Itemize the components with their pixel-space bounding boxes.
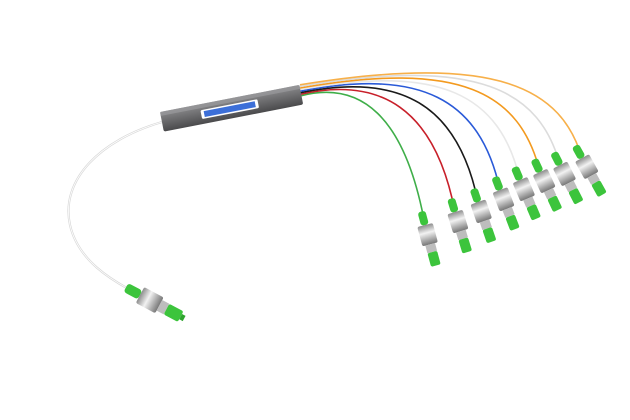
output-fiber [299, 91, 426, 226]
output-connector [492, 176, 520, 231]
output-connector [470, 188, 496, 243]
brand-logo [200, 99, 259, 119]
output-fiber [299, 74, 561, 166]
output-connector [511, 166, 541, 220]
output-connector [551, 151, 583, 205]
output-connectors [417, 144, 607, 267]
output-fibers [299, 72, 583, 226]
output-fiber [299, 88, 456, 213]
output-fiber [299, 72, 583, 159]
output-connector [572, 144, 607, 197]
output-fiber [299, 79, 521, 181]
output-fiber [299, 85, 479, 203]
output-connector [531, 158, 562, 212]
output-fiber [299, 77, 541, 173]
input-connector [124, 284, 186, 322]
output-fiber [299, 82, 501, 191]
input-fiber [67, 120, 163, 296]
output-connector [417, 211, 441, 267]
splitter-body [160, 84, 303, 132]
output-connector [447, 198, 472, 254]
